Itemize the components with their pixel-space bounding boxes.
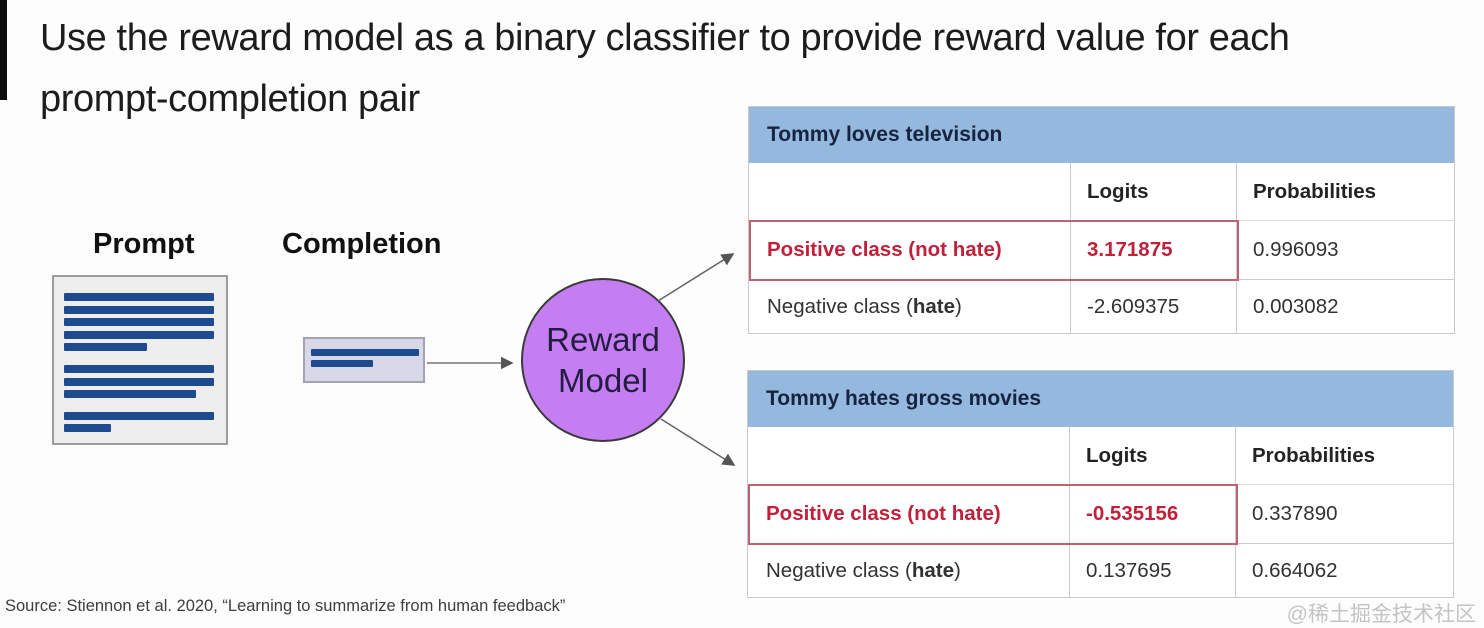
doc-line: [64, 364, 214, 373]
prompt-label: Prompt: [93, 228, 195, 260]
doc-line: [64, 293, 214, 301]
table-tommy-hates-gross-movies: Tommy hates gross movies Logits Probabil…: [747, 370, 1454, 598]
table-row-negative: Negative class (hate) -2.609375 0.003082: [749, 279, 1454, 333]
probability-value: 0.996093: [1236, 220, 1454, 279]
logits-value: 3.171875: [1070, 220, 1236, 279]
row-label-suffix: ): [955, 294, 962, 318]
doc-line: [311, 349, 419, 356]
doc-line: [64, 343, 147, 352]
column-header-probabilities: Probabilities: [1235, 427, 1453, 484]
table-header-row: Logits Probabilities: [748, 427, 1453, 484]
reward-model-node: Reward Model: [521, 278, 685, 442]
row-label: Negative class (hate): [749, 279, 1070, 333]
doc-line: [311, 360, 373, 367]
row-label: Positive class (not hate): [748, 484, 1069, 543]
row-label-bold: hate: [912, 294, 955, 318]
table-header-row: Logits Probabilities: [749, 163, 1454, 220]
table-caption: Tommy hates gross movies: [748, 371, 1453, 427]
doc-line: [64, 330, 214, 339]
row-label-suffix: ): [954, 558, 961, 582]
column-header-logits: Logits: [1069, 427, 1235, 484]
doc-line: [64, 411, 214, 420]
reward-model-label-line2: Model: [558, 362, 648, 399]
row-label-prefix: Negative class (: [766, 558, 912, 582]
doc-line: [64, 390, 196, 399]
logits-value: -2.609375: [1070, 279, 1236, 333]
video-letterbox-strip: [0, 0, 7, 100]
doc-line: [64, 305, 214, 314]
slide-title-line2: prompt-completion pair: [40, 78, 420, 120]
table-tommy-loves-television: Tommy loves television Logits Probabilit…: [748, 106, 1455, 334]
row-label-prefix: Negative class (: [767, 294, 913, 318]
table-row-negative: Negative class (hate) 0.137695 0.664062: [748, 543, 1453, 597]
reward-model-label-line1: Reward: [546, 321, 660, 358]
probability-value: 0.664062: [1235, 543, 1453, 597]
prompt-document-icon: [52, 275, 228, 445]
slide-title-line1: Use the reward model as a binary classif…: [40, 17, 1290, 59]
logits-value: 0.137695: [1069, 543, 1235, 597]
table-caption: Tommy loves television: [749, 107, 1454, 163]
arrow-model-to-table2: [660, 418, 736, 466]
row-label: Positive class (not hate): [749, 220, 1070, 279]
table-row-positive: Positive class (not hate) 3.171875 0.996…: [749, 220, 1454, 279]
logits-value: -0.535156: [1069, 484, 1235, 543]
slide-title: Use the reward model as a binary classif…: [40, 8, 1470, 130]
completion-label: Completion: [282, 228, 442, 260]
column-header-empty: [749, 163, 1070, 220]
row-label-bold: hate: [911, 558, 954, 582]
watermark: @稀土掘金技术社区: [1286, 603, 1476, 626]
column-header-empty: [748, 427, 1069, 484]
doc-line: [64, 377, 214, 386]
probability-value: 0.003082: [1236, 279, 1454, 333]
table-row-positive: Positive class (not hate) -0.535156 0.33…: [748, 484, 1453, 543]
column-header-logits: Logits: [1070, 163, 1236, 220]
source-citation: Source: Stiennon et al. 2020, “Learning …: [5, 597, 566, 615]
arrow-model-to-table1: [657, 253, 735, 302]
row-label: Negative class (hate): [748, 543, 1069, 597]
column-header-probabilities: Probabilities: [1236, 163, 1454, 220]
probability-value: 0.337890: [1235, 484, 1453, 543]
completion-snippet-icon: [303, 337, 425, 383]
doc-line: [64, 424, 111, 433]
doc-line: [64, 318, 214, 327]
